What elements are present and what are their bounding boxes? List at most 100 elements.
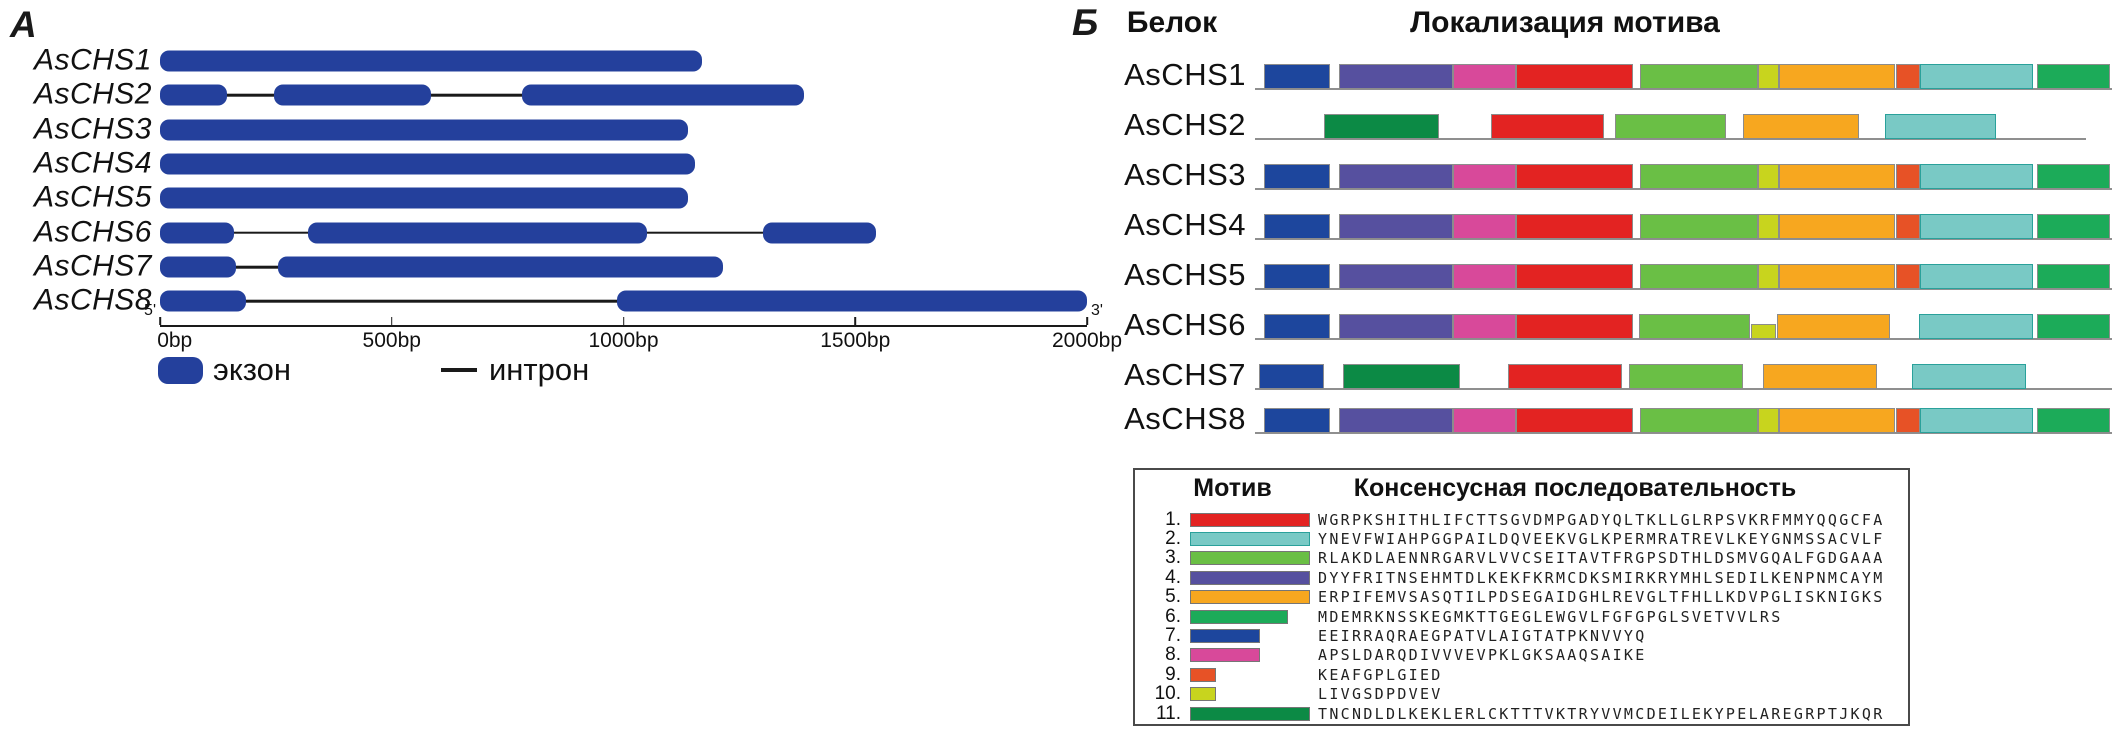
motif-swatch-cell <box>1190 532 1318 547</box>
consensus-sequence: APSLDARQDIVVVEVPKLGKSAAQSAIKE <box>1318 646 1647 665</box>
motif-block-4 <box>1338 408 1453 433</box>
motif-block-5 <box>1778 64 1896 89</box>
protein-label: AsCHS1 <box>1124 57 1246 92</box>
motif-block-3 <box>1639 164 1759 189</box>
gene-row: AsCHS2 <box>0 78 1090 112</box>
motif-block-11 <box>1323 114 1440 139</box>
exon-segment <box>160 50 703 72</box>
exon-segment <box>616 290 1087 312</box>
motif-block-8 <box>1452 164 1516 189</box>
protein-row: AsCHS7 <box>1078 357 2112 392</box>
motif-block-5 <box>1778 408 1896 433</box>
motif-block-10 <box>1758 264 1779 289</box>
motif-table-header-consensus: Консенсусная последовательность <box>1353 474 1797 502</box>
intron-line <box>234 231 309 234</box>
protein-label: AsCHS7 <box>1124 357 1246 392</box>
axis-tick-label: 1000bp <box>588 329 659 352</box>
motif-block-3 <box>1639 408 1759 433</box>
motif-number: 8. <box>1165 644 1181 666</box>
motif-block-2 <box>1920 64 2034 89</box>
motif-block-6 <box>2036 314 2111 339</box>
gene-label: AsCHS4 <box>33 146 152 180</box>
motif-block-10 <box>1758 164 1779 189</box>
motif-swatch-cell <box>1190 667 1318 682</box>
protein-column-header: Белок <box>1126 6 1218 39</box>
motif-color-swatch <box>1190 551 1310 566</box>
motif-block-2 <box>1919 314 2034 339</box>
motif-table-row: 11.TNCNDLDLKEKLERLCKTTTVKTRYVVMCDEILEKYP… <box>1135 703 1908 724</box>
motif-color-swatch <box>1190 570 1310 585</box>
motif-number: 10. <box>1154 683 1181 705</box>
motif-swatch-cell <box>1190 629 1318 644</box>
motif-block-2 <box>1912 364 2027 389</box>
motif-number: 5. <box>1165 586 1181 608</box>
motif-block-1 <box>1515 214 1633 239</box>
motif-color-swatch <box>1190 629 1260 644</box>
protein-track <box>1255 404 2112 434</box>
motif-block-10 <box>1758 214 1779 239</box>
panel-b-letter: Б <box>1072 2 1099 43</box>
protein-row: AsCHS5 <box>1078 257 2112 292</box>
motif-block-10 <box>1758 64 1779 89</box>
motif-block-6 <box>2036 164 2111 189</box>
gene-row: AsCHS4 <box>0 146 1090 181</box>
axis-tick-label: 0bp <box>157 329 193 352</box>
motif-block-4 <box>1338 264 1453 289</box>
motif-block-6 <box>2036 408 2111 433</box>
motif-table-row: 2.YNEVFWIAHPGGPAILDQVEEKVGLKPERMRATREVLK… <box>1135 528 1908 549</box>
motif-block-9 <box>1896 408 1921 433</box>
motif-block-1 <box>1515 314 1633 339</box>
motif-block-5 <box>1743 114 1860 139</box>
motif-block-9 <box>1896 164 1921 189</box>
protein-track <box>1255 260 2112 290</box>
motif-color-swatch <box>1190 687 1216 702</box>
protein-track <box>1255 60 2112 90</box>
motif-block-5 <box>1778 264 1896 289</box>
intron-line <box>646 231 763 234</box>
gene-row: AsCHS7 <box>0 249 1090 284</box>
protein-label: AsCHS4 <box>1124 207 1246 242</box>
motif-block-7 <box>1263 214 1330 239</box>
intron-dash <box>440 368 477 372</box>
motif-number: 3. <box>1165 547 1181 569</box>
motif-localization-header: Локализация мотива <box>1410 6 1720 39</box>
panel-a-letter: А <box>10 4 37 45</box>
exon-segment <box>160 187 689 209</box>
gene-track <box>160 78 1087 112</box>
five-prime-label: 5' <box>144 302 156 319</box>
protein-row: AsCHS6 <box>1078 307 2112 342</box>
gene-track <box>160 284 1087 318</box>
motif-number: 9. <box>1165 663 1181 685</box>
protein-label: AsCHS6 <box>1124 307 1246 342</box>
consensus-sequence: KEAFGPLGIED <box>1318 665 1443 684</box>
motif-table-rows: 1.WGRPKSHITHLIFCTTSGVDMPGADYQLTKLLGLRPSV… <box>1135 509 1908 724</box>
motif-table-row: 4.DYYFRITNSEHMTDLKEKFKRMCDKSMIRKRYMHLSED… <box>1135 567 1908 588</box>
motif-block-9 <box>1896 214 1921 239</box>
motif-block-4 <box>1338 314 1453 339</box>
motif-block-3 <box>1628 364 1743 389</box>
motif-block-5 <box>1763 364 1878 389</box>
motif-block-1 <box>1515 64 1633 89</box>
protein-label: AsCHS8 <box>1124 401 1246 436</box>
motif-swatch-cell <box>1190 706 1318 721</box>
gene-track <box>160 113 1087 147</box>
consensus-sequence: LIVGSDPDVEV <box>1318 685 1443 704</box>
gene-track <box>160 250 1087 284</box>
motif-block-1 <box>1490 114 1604 139</box>
motif-block-9 <box>1896 64 1921 89</box>
motif-consensus-table: Мотив Консенсусная последовательность 1.… <box>1133 468 1910 726</box>
motif-table-row: 3.RLAKDLAENNRGARVLVVCSEITAVTFRGPSDTHLDSM… <box>1135 547 1908 569</box>
exon-segment <box>308 222 647 244</box>
consensus-sequence: WGRPKSHITHLIFCTTSGVDMPGADYQLTKLLGLRPSVKR… <box>1318 510 1885 529</box>
motif-block-3 <box>1638 314 1751 339</box>
motif-block-1 <box>1515 164 1633 189</box>
motif-block-8 <box>1452 314 1516 339</box>
motif-block-10 <box>1758 408 1779 433</box>
motif-color-swatch <box>1190 648 1260 663</box>
motif-table-row: 7.EEIRRAQRAEGPATVLAIGTATPKNVVYQ <box>1135 625 1908 646</box>
exon-legend-label: экзон <box>213 352 291 387</box>
exon-segment <box>160 119 689 141</box>
motif-block-7 <box>1263 408 1330 433</box>
